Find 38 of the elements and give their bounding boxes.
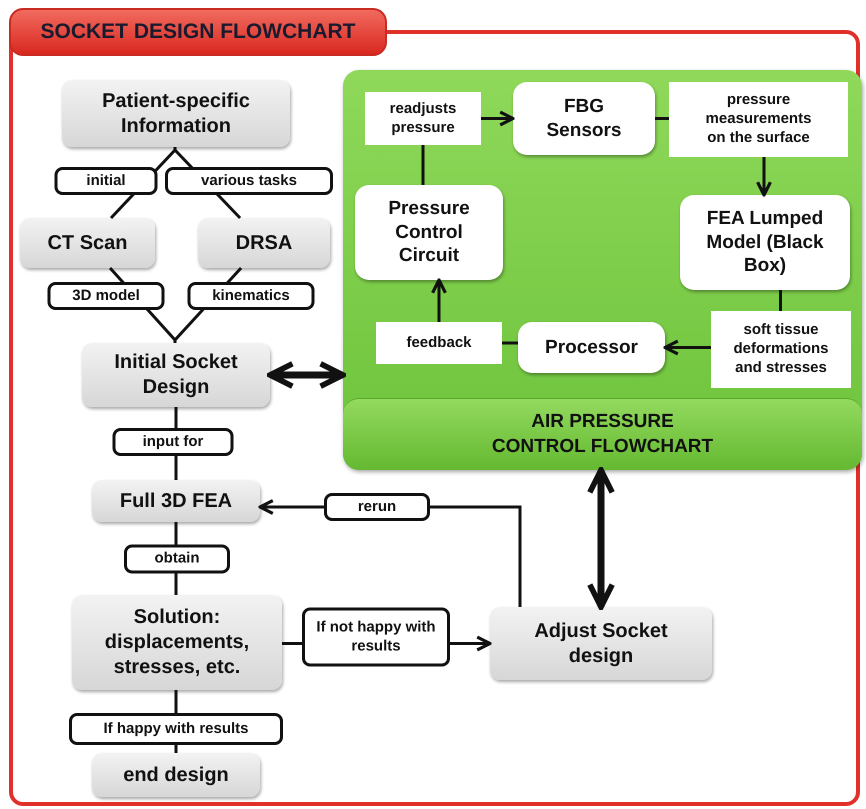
arrow xyxy=(267,361,346,389)
arrow xyxy=(663,340,711,356)
panel-heading: AIR PRESSURE CONTROL FLOWCHART xyxy=(343,398,862,470)
edge-label: If not happy with results xyxy=(302,608,450,666)
process-box: FBG Sensors xyxy=(513,82,655,155)
title-tab: SOCKET DESIGN FLOWCHART xyxy=(9,8,387,56)
process-box: Solution: displacements, stresses, etc. xyxy=(72,595,282,690)
panel-background xyxy=(343,70,862,470)
process-box: end design xyxy=(92,753,260,797)
connector-line xyxy=(655,117,669,120)
edge-label: If happy with results xyxy=(69,713,283,745)
edge-label: various tasks xyxy=(165,167,333,195)
connector-line xyxy=(502,342,518,344)
process-box: FEA Lumped Model (Black Box) xyxy=(680,195,850,290)
process-box: Processor xyxy=(518,322,665,373)
arrow xyxy=(756,157,772,197)
process-box: Pressure Control Circuit xyxy=(355,185,503,280)
edge-label: kinematics xyxy=(188,282,314,310)
edge-label: 3D model xyxy=(48,282,164,310)
process-box: Full 3D FEA xyxy=(92,480,260,522)
connector-line xyxy=(779,290,782,311)
text-box: pressure measurements on the surface xyxy=(669,82,848,157)
process-box: Adjust Socket design xyxy=(490,607,712,680)
text-box: readjusts pressure xyxy=(365,92,481,145)
arrow xyxy=(481,110,515,126)
process-box: CT Scan xyxy=(20,218,155,268)
edge-label: rerun xyxy=(324,493,430,521)
edge-label: obtain xyxy=(124,544,230,574)
process-box: Patient-specific Information xyxy=(62,80,290,147)
edge-label: initial xyxy=(54,167,158,195)
connector-line xyxy=(422,145,424,185)
text-box: soft tissue deformations and stresses xyxy=(711,311,851,388)
arrow xyxy=(587,467,615,610)
edge-label: input for xyxy=(112,428,234,456)
process-box: DRSA xyxy=(198,218,330,268)
text-box: feedback xyxy=(376,322,502,364)
process-box: Initial Socket Design xyxy=(82,343,270,407)
arrow xyxy=(431,278,447,322)
